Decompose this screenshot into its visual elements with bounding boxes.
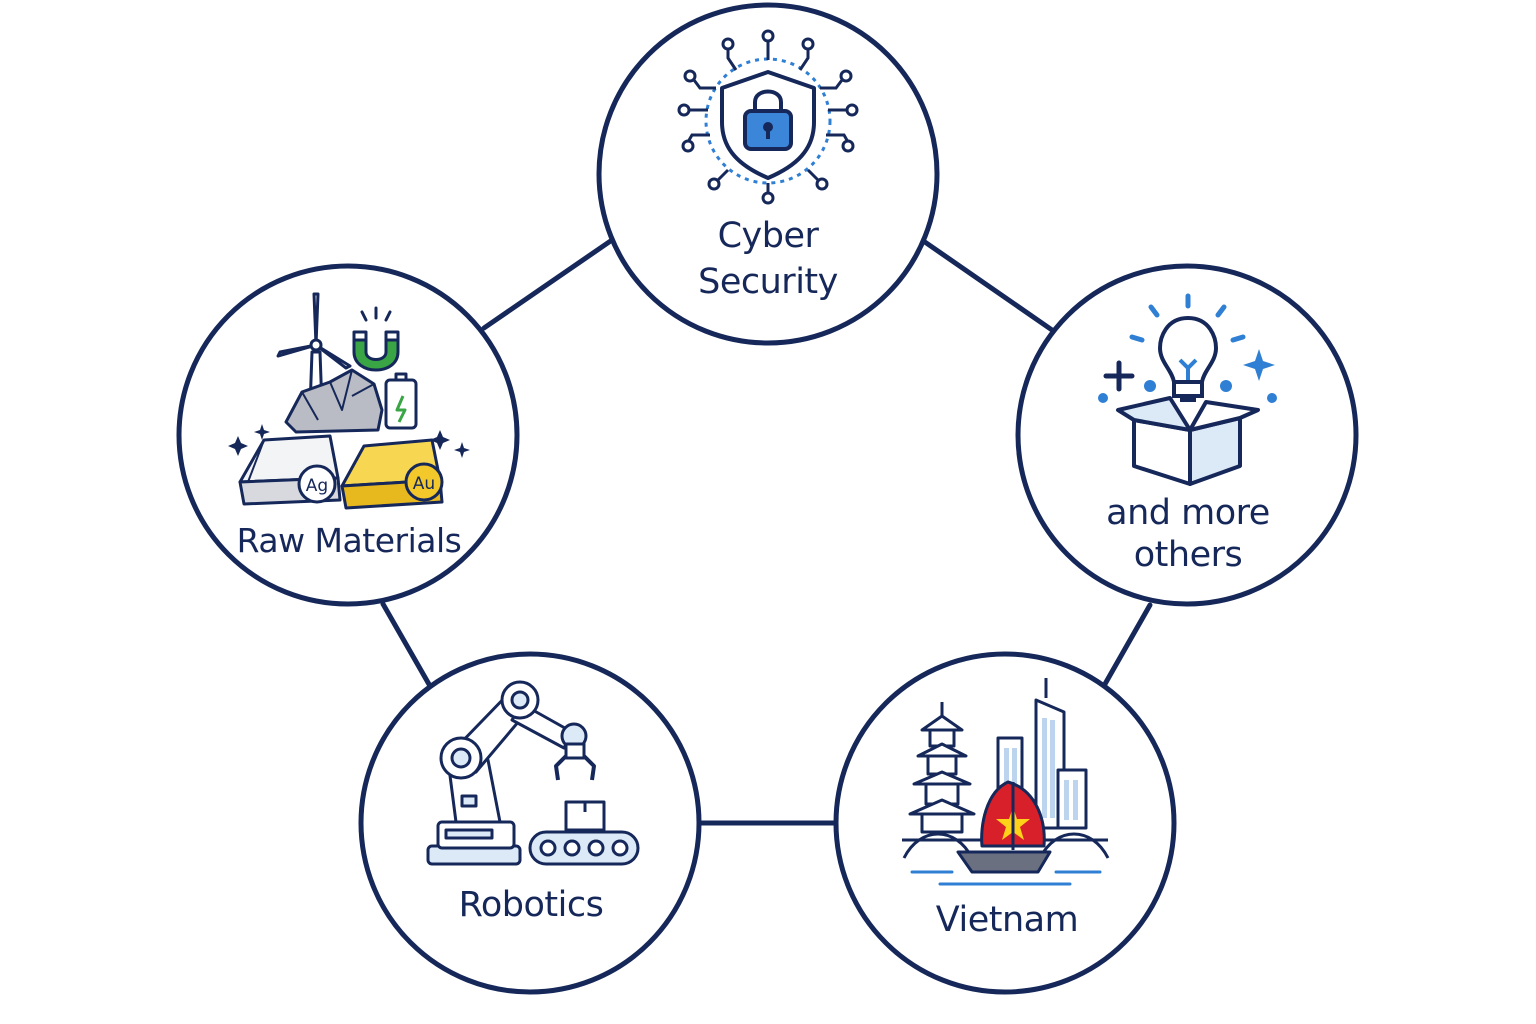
node-and-more-others: and more others: [1015, 263, 1359, 607]
node-vietnam: Vietnam: [833, 651, 1177, 995]
node-label-line-1: Cyber: [718, 216, 820, 256]
connectors: [380, 237, 1153, 826]
robot-arm-conveyor-icon: [426, 680, 640, 866]
node-circle: [358, 651, 702, 995]
node-circle: [176, 263, 520, 607]
node-label: Vietnam: [936, 900, 1078, 940]
node-label-line-1: and more: [1106, 493, 1270, 533]
lightbulb-box-icon: [1098, 293, 1277, 486]
silver-badge-label: Ag: [306, 476, 328, 496]
edge-robotics-raw: [380, 601, 433, 689]
edge-more-vietnam: [1102, 602, 1153, 687]
node-robotics: Robotics: [358, 651, 702, 995]
gold-badge-label: Au: [413, 474, 435, 494]
node-label-line-2: Security: [698, 262, 838, 302]
edge-raw-cyber: [481, 237, 615, 331]
edge-cyber-more: [919, 237, 1055, 333]
node-label: Raw Materials: [237, 521, 462, 560]
node-label: Robotics: [459, 885, 604, 925]
node-cyber-security: Cyber Security: [596, 2, 940, 346]
node-raw-materials: Ag Au Raw Materials: [176, 263, 520, 607]
metals-minerals-icon: [228, 292, 470, 510]
node-label-line-2: others: [1134, 535, 1242, 575]
shield-lock-circuit-icon: [677, 29, 859, 205]
vietnam-skyline-boat-icon: [902, 678, 1110, 886]
